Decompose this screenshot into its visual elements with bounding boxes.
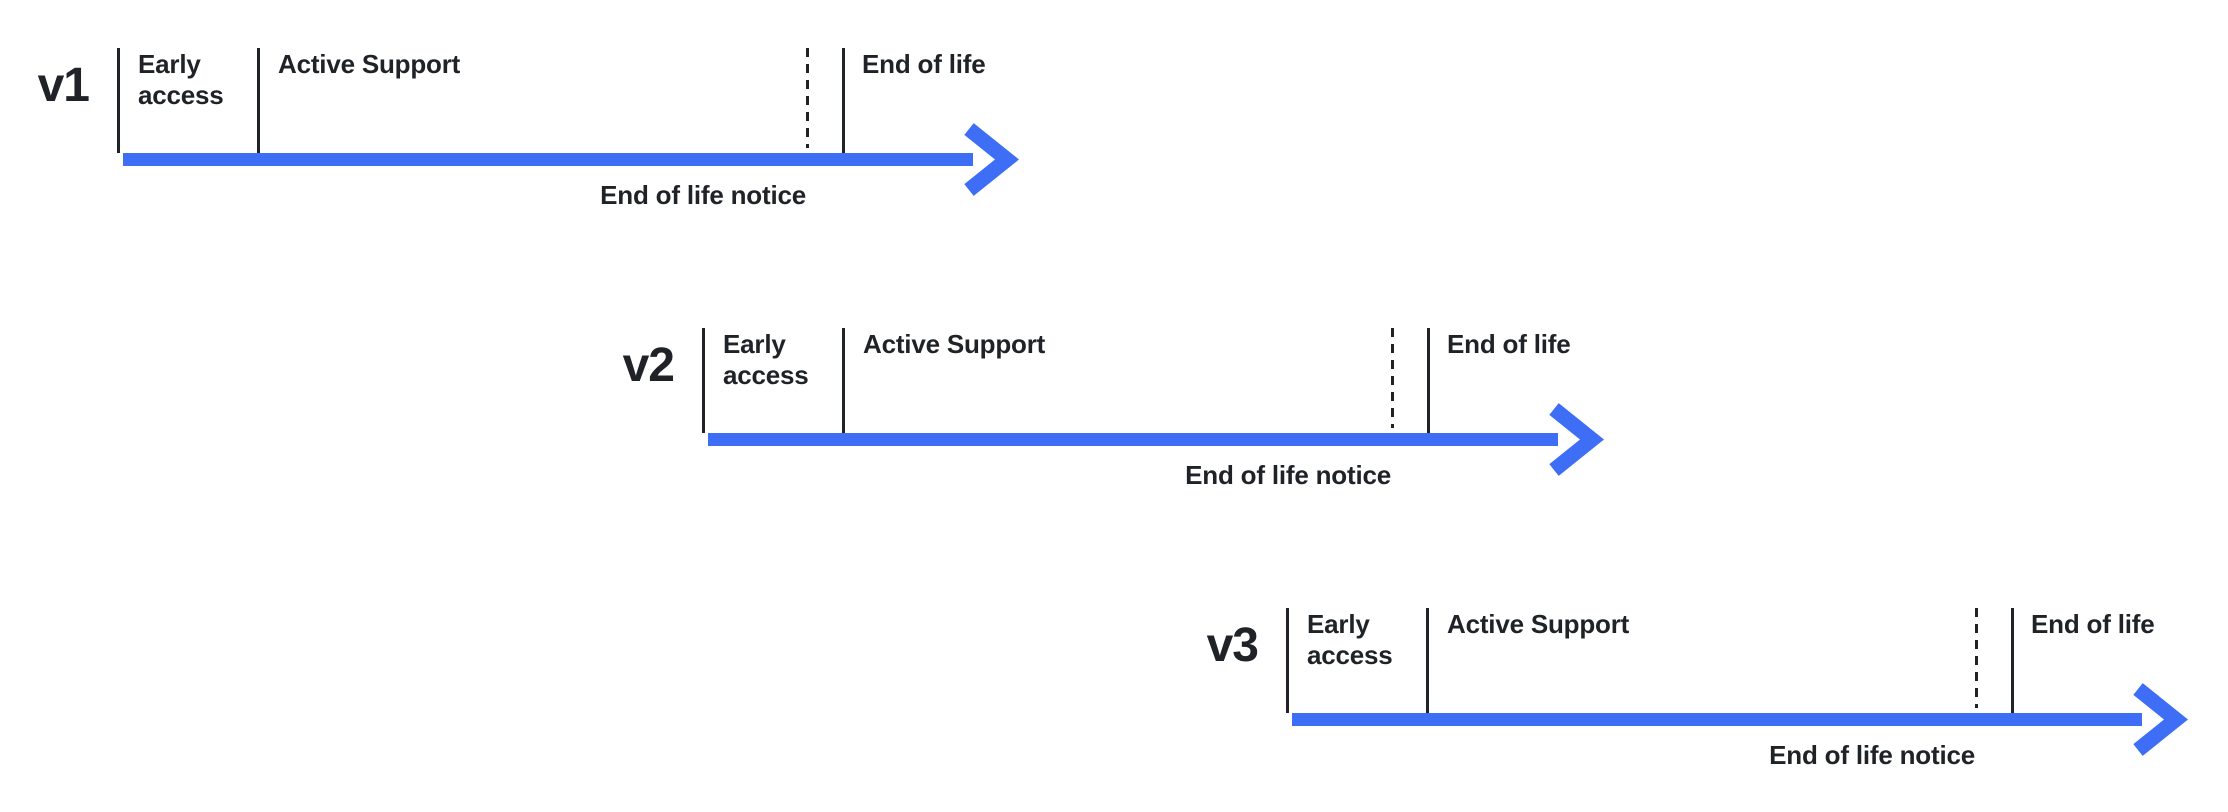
early-access-label: Early access [1307, 609, 1393, 670]
end-of-life-label: End of life [1447, 329, 1571, 359]
timeline-v3: v3 Early access Active Support End of li… [1176, 600, 2221, 790]
eol-notice-dashed-line [806, 48, 809, 148]
end-of-life-notice-label: End of life notice [600, 180, 806, 210]
end-of-life-notice-label: End of life notice [1769, 740, 1975, 770]
early-access-label: Early access [138, 49, 224, 110]
timeline-v2: v2 Early access Active Support End of li… [592, 320, 1637, 510]
active-support-label: Active Support [278, 49, 461, 79]
eol-notice-dashed-line [1391, 328, 1394, 428]
active-support-label: Active Support [1447, 609, 1630, 639]
end-of-life-tick [842, 48, 845, 153]
active-support-start-tick [1426, 608, 1429, 713]
early-access-start-tick [117, 48, 120, 153]
early-access-start-tick [702, 328, 705, 433]
early-access-start-tick [1286, 608, 1289, 713]
active-support-label: Active Support [863, 329, 1046, 359]
timeline-arrow-icon [123, 123, 1019, 196]
end-of-life-tick [1427, 328, 1430, 433]
version-label: v1 [37, 59, 90, 112]
active-support-start-tick [842, 328, 845, 433]
active-support-start-tick [257, 48, 260, 153]
version-label: v3 [1206, 619, 1259, 672]
version-label: v2 [622, 339, 675, 392]
end-of-life-label: End of life [2031, 609, 2155, 639]
early-access-label: Early access [723, 329, 809, 390]
timeline-v1: v1 Early access Active Support End of li… [7, 40, 1052, 230]
timeline-arrow-icon [708, 403, 1604, 476]
eol-notice-dashed-line [1975, 608, 1978, 708]
end-of-life-label: End of life [862, 49, 986, 79]
end-of-life-notice-label: End of life notice [1185, 460, 1391, 490]
end-of-life-tick [2011, 608, 2014, 713]
timeline-arrow-icon [1292, 683, 2188, 756]
